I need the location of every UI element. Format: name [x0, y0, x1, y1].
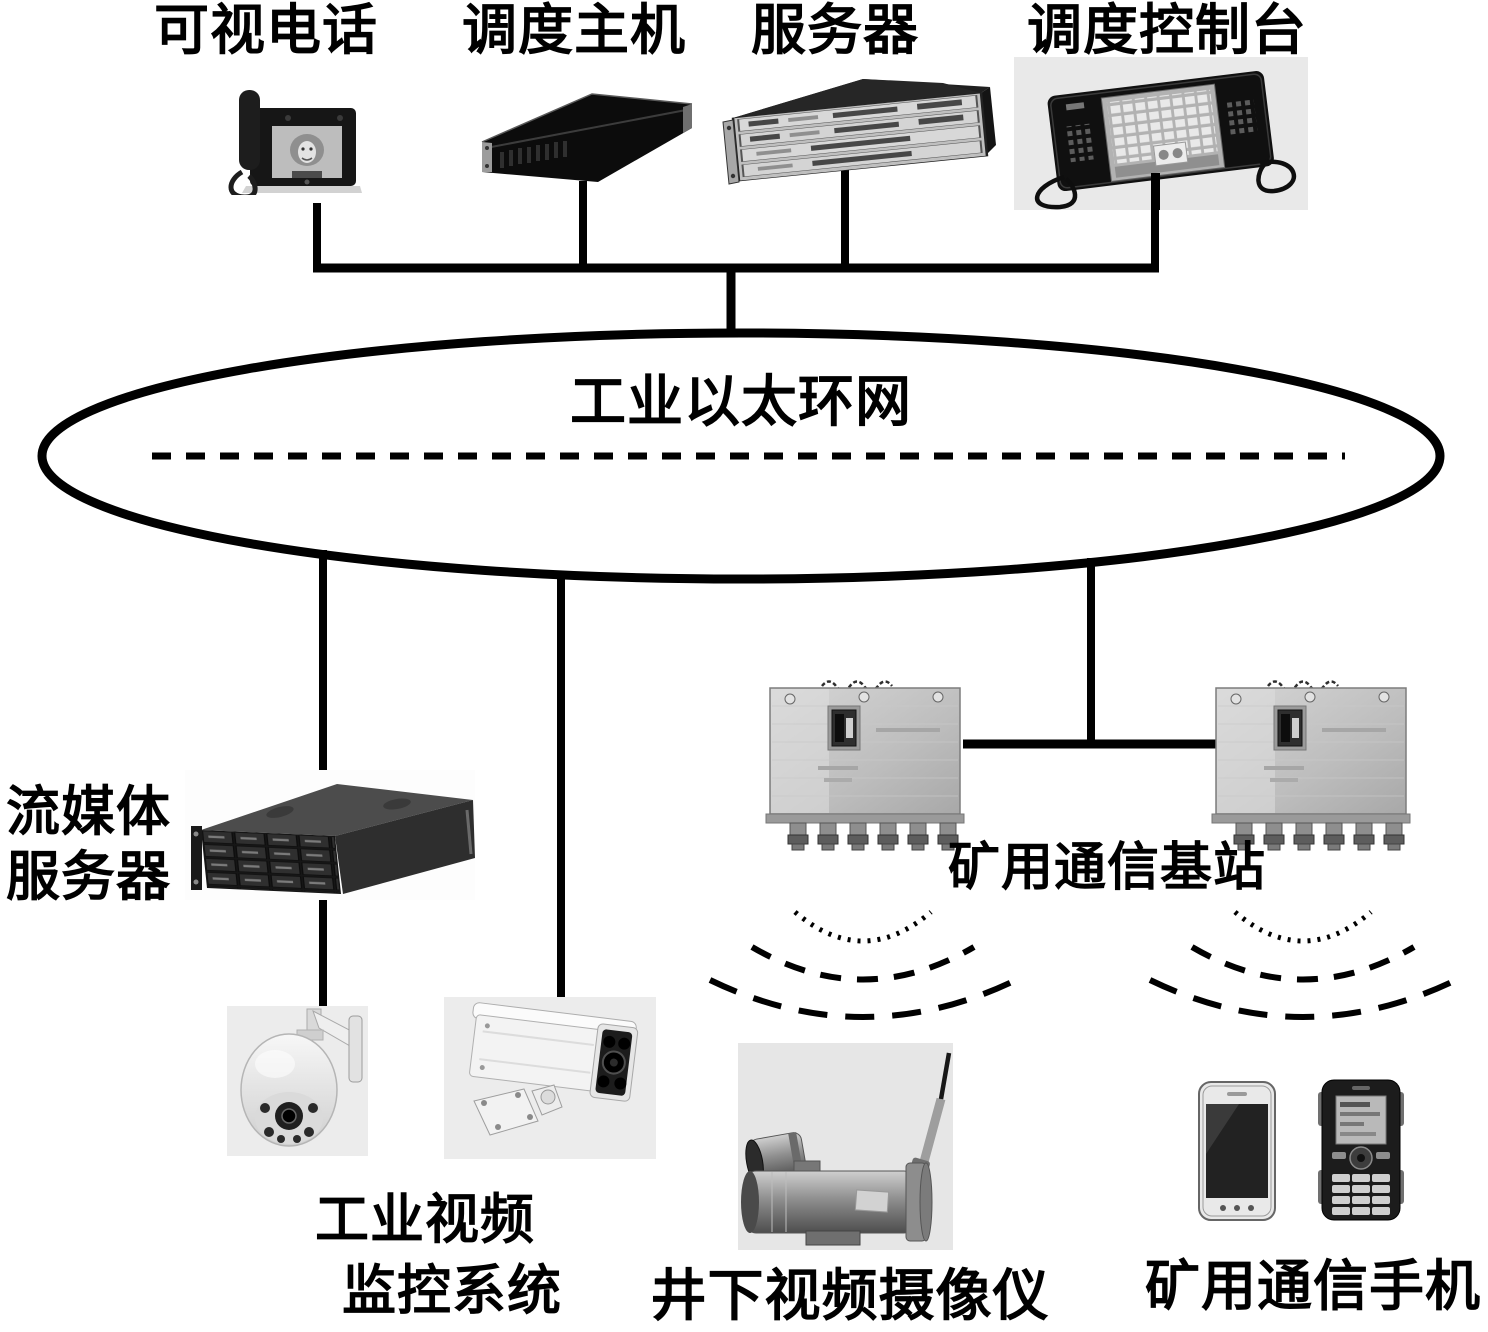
- label-video-surveillance-line1-text: 工业视频: [315, 1190, 535, 1250]
- label-dispatch-console-text: 调度控制台: [1026, 0, 1308, 61]
- label-underground-camera: 井下视频摄像仪: [651, 1268, 1050, 1327]
- signal-arc: [793, 910, 933, 944]
- base-station-right-photo: [1204, 666, 1418, 852]
- label-base-station: 矿用通信基站: [947, 840, 1267, 897]
- mine-smartphone-photo: [1197, 1080, 1277, 1222]
- label-mine-phone-text: 矿用通信手机: [1144, 1256, 1482, 1317]
- dispatch-host-photo: [476, 86, 698, 188]
- rack-server-icon: [481, 93, 693, 182]
- videophone-icon: [228, 90, 362, 195]
- base-station-icon: [764, 680, 966, 852]
- bullet-camera-icon: [469, 1002, 639, 1136]
- base-station-left-photo: [758, 666, 972, 852]
- base-station-icon: [1210, 680, 1412, 852]
- dispatch-console-photo: [1014, 57, 1308, 210]
- keypad-phone-icon: [1318, 1079, 1404, 1221]
- label-streaming-server-line2: 服务器: [6, 849, 171, 906]
- mine-keypad-phone-photo: [1318, 1078, 1404, 1222]
- smartphone-icon: [1198, 1081, 1276, 1221]
- label-ring-network-text: 工业以太环网: [570, 372, 912, 434]
- label-video-surveillance-line2-text: 监控系统: [342, 1261, 562, 1321]
- label-streaming-server-line1: 流媒体: [6, 784, 171, 841]
- dome-camera-photo: [227, 1006, 368, 1156]
- label-mine-phone: 矿用通信手机: [1145, 1258, 1481, 1316]
- server-photo: [713, 70, 996, 192]
- signal-arc: [1148, 977, 1458, 1020]
- label-dispatch-host: 调度主机: [462, 2, 686, 60]
- signal-arc: [1233, 910, 1373, 944]
- streaming-server-photo: [185, 770, 475, 900]
- label-underground-camera-text: 井下视频摄像仪: [650, 1266, 1050, 1328]
- label-videophone-text: 可视电话: [153, 0, 379, 61]
- label-dispatch-host-text: 调度主机: [461, 0, 687, 61]
- underground-camera-icon: [741, 1052, 952, 1246]
- label-dispatch-console: 调度控制台: [1027, 2, 1307, 60]
- label-server-text: 服务器: [750, 0, 920, 61]
- signal-arc: [708, 977, 1018, 1020]
- label-videophone: 可视电话: [154, 2, 378, 60]
- label-video-surveillance-line2: 监控系统: [342, 1263, 562, 1320]
- storage-server-icon: [191, 784, 475, 894]
- bullet-camera-photo: [444, 997, 656, 1159]
- label-base-station-text: 矿用通信基站: [947, 840, 1267, 897]
- wireless-signal-arcs: [708, 910, 1458, 1020]
- label-ring-network: 工业以太环网: [570, 374, 912, 433]
- label-streaming-line2-text: 服务器: [6, 847, 171, 907]
- videophone-photo: [222, 82, 362, 195]
- underground-camera-photo: [738, 1043, 953, 1250]
- server-chassis-icon: [722, 79, 996, 185]
- label-video-surveillance-line1: 工业视频: [315, 1192, 535, 1249]
- signal-arc: [750, 944, 976, 983]
- label-server: 服务器: [751, 2, 919, 60]
- signal-arc: [1190, 944, 1416, 983]
- dispatch-console-icon: [1035, 71, 1297, 210]
- dome-camera-icon: [240, 1008, 363, 1147]
- label-streaming-line1-text: 流媒体: [6, 782, 171, 842]
